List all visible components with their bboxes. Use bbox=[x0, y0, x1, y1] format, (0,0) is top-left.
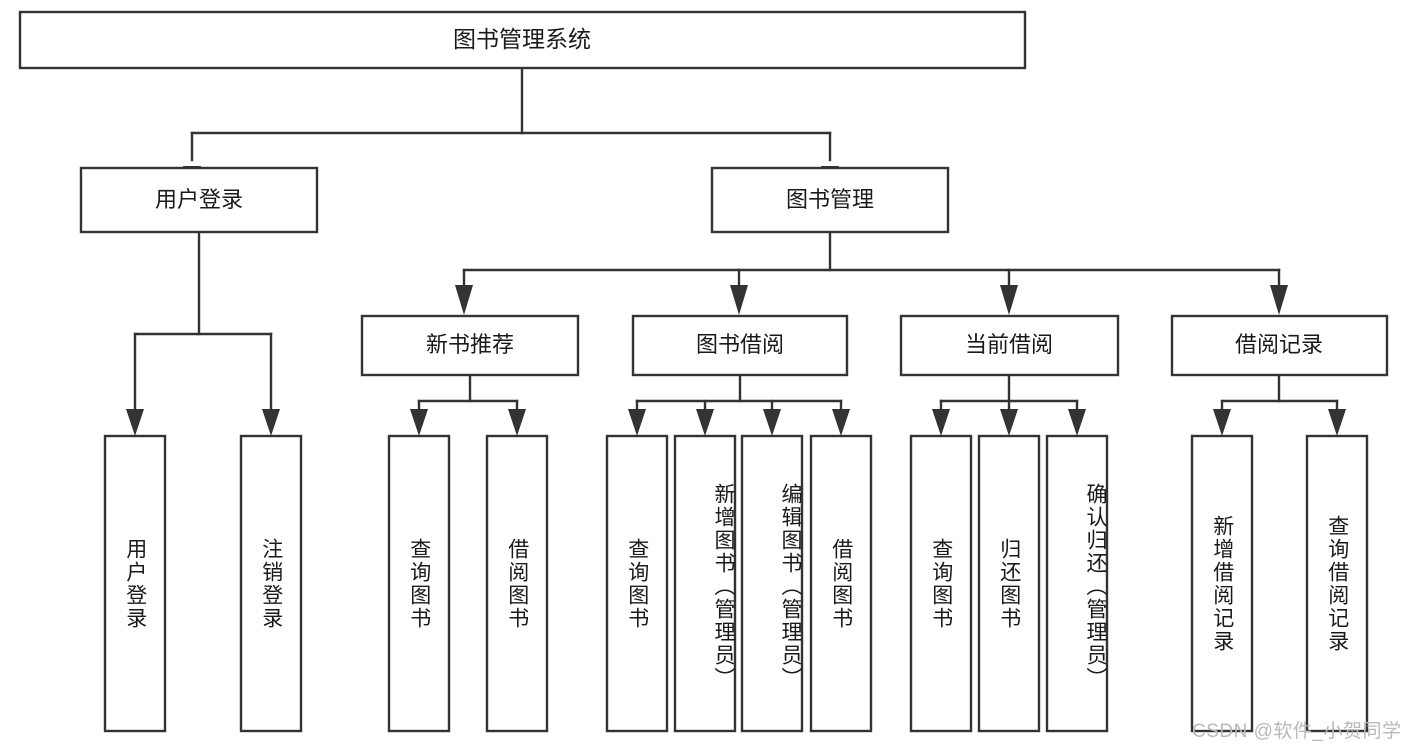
node-book-borrow-label: 图书借阅 bbox=[696, 332, 784, 357]
node-leaf-return-book-box[interactable] bbox=[977, 434, 1041, 733]
node-leaf-add-book-box[interactable] bbox=[673, 434, 737, 733]
node-root-label: 图书管理系统 bbox=[453, 26, 591, 52]
node-current-borrow-label: 当前借阅 bbox=[965, 332, 1053, 357]
arrowhead-borrow bbox=[730, 285, 748, 315]
arrowhead-recommend bbox=[455, 285, 473, 315]
arrowhead-leaf-5 bbox=[628, 409, 646, 436]
node-user-login-label: 用户登录 bbox=[155, 187, 243, 212]
arrowhead-leaf-13 bbox=[1328, 409, 1346, 436]
node-leaf-query-book-1-box[interactable] bbox=[387, 434, 451, 733]
node-book-management-box[interactable] bbox=[710, 166, 950, 234]
csdn-watermark: CSDN @软件_小贺同学 bbox=[1192, 721, 1402, 742]
node-leaf-add-record-box[interactable] bbox=[1190, 434, 1254, 733]
node-leaf-confirm-return-box[interactable] bbox=[1045, 434, 1109, 733]
arrowhead-leaf-2 bbox=[262, 409, 280, 436]
node-book-borrow-box[interactable] bbox=[631, 314, 849, 377]
arrowhead-leaf-11 bbox=[1068, 409, 1086, 436]
node-root-box[interactable] bbox=[18, 10, 1027, 70]
node-book-management[interactable]: 图书管理 bbox=[710, 166, 950, 234]
node-leaf-logout-login-box[interactable] bbox=[239, 434, 303, 733]
node-leaf-borrow-book-1-box[interactable] bbox=[485, 434, 549, 733]
arrowhead-leaf-6 bbox=[696, 409, 714, 436]
node-leaf-borrow-book-2-box[interactable] bbox=[809, 434, 873, 733]
node-book-borrow[interactable]: 图书借阅 bbox=[631, 314, 849, 377]
arrowhead-leaf-4 bbox=[508, 409, 526, 436]
arrowhead-leaf-7 bbox=[763, 409, 781, 436]
node-borrow-record-box[interactable] bbox=[1170, 314, 1389, 377]
node-leaf-user-login-box[interactable] bbox=[103, 434, 167, 733]
node-current-borrow-box[interactable] bbox=[899, 314, 1120, 377]
arrowhead-current bbox=[1000, 285, 1018, 315]
arrowhead-leaf-12 bbox=[1213, 409, 1231, 436]
arrowhead-leaf-3 bbox=[410, 409, 428, 436]
node-borrow-record-label: 借阅记录 bbox=[1235, 332, 1323, 357]
node-user-login[interactable]: 用户登录 bbox=[79, 166, 319, 234]
leaf-layer bbox=[103, 434, 1369, 733]
arrowhead-leaf-10 bbox=[1000, 409, 1018, 436]
node-leaf-query-book-2-box[interactable] bbox=[605, 434, 669, 733]
node-leaf-query-book-3-box[interactable] bbox=[909, 434, 973, 733]
node-new-book-recommend-label: 新书推荐 bbox=[426, 332, 514, 357]
arrowhead-leaf-9 bbox=[932, 409, 950, 436]
arrowhead-leaf-8 bbox=[832, 409, 850, 436]
node-leaf-edit-book-box[interactable] bbox=[740, 434, 804, 733]
node-borrow-record[interactable]: 借阅记录 bbox=[1170, 314, 1389, 377]
node-book-management-label: 图书管理 bbox=[786, 187, 874, 212]
node-leaf-query-record-box[interactable] bbox=[1305, 434, 1369, 733]
arrowhead-leaf-1 bbox=[126, 409, 144, 436]
arrowhead-record bbox=[1270, 285, 1288, 315]
node-root[interactable]: 图书管理系统 bbox=[18, 10, 1027, 70]
node-current-borrow[interactable]: 当前借阅 bbox=[899, 314, 1120, 377]
node-new-book-recommend-box[interactable] bbox=[360, 314, 580, 377]
node-user-login-box[interactable] bbox=[79, 166, 319, 234]
node-new-book-recommend[interactable]: 新书推荐 bbox=[360, 314, 580, 377]
